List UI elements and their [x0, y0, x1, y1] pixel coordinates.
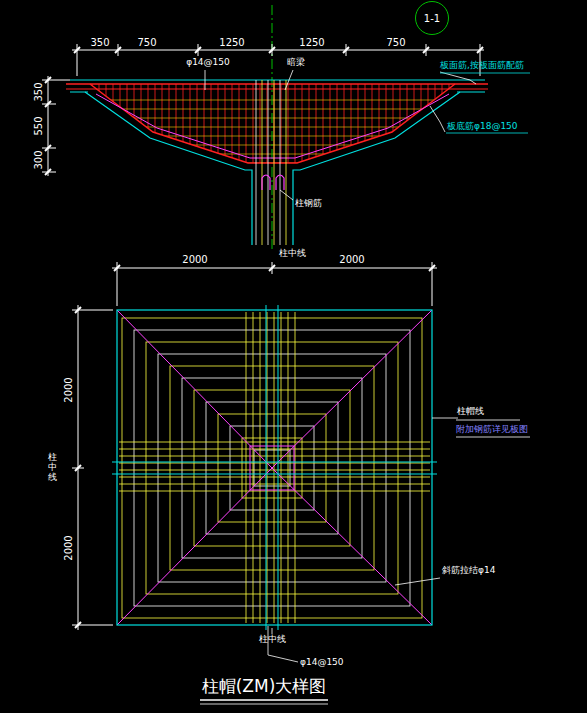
- band-bar: [274, 312, 275, 623]
- cap-bar: [80, 100, 470, 101]
- dimension-lines: [42, 44, 484, 176]
- dimension-text: 2000: [63, 535, 74, 560]
- dimension-text: 550: [33, 116, 44, 135]
- dimension-text: 750: [386, 37, 405, 48]
- beam-line: [278, 305, 279, 630]
- cap-bar: [80, 109, 470, 110]
- annotation: 柱中线: [279, 249, 306, 259]
- beam-line: [112, 462, 437, 463]
- annotation: 柱中线: [259, 635, 286, 645]
- band-bar: [246, 312, 247, 623]
- slab-section: [66, 80, 488, 245]
- stirrup: [99, 84, 100, 170]
- band-bar: [288, 312, 289, 623]
- annotation: 板底筋φ18@150: [447, 122, 518, 132]
- band-bar: [119, 449, 430, 450]
- annotation: 附加钢筋详见板图: [456, 425, 528, 435]
- dimension-text: 2000: [339, 254, 364, 265]
- stirrup: [421, 84, 422, 170]
- annotation: 暗梁: [287, 58, 305, 68]
- annotation: 柱中线: [48, 453, 57, 483]
- leader-underline: [456, 437, 530, 438]
- stirrup: [428, 84, 429, 170]
- column-bar: [262, 80, 263, 245]
- dimension-ticks: [45, 47, 483, 175]
- stirrup: [435, 84, 436, 170]
- dimension-text: 300: [33, 150, 44, 169]
- leader-underline: [440, 73, 530, 74]
- stirrup: [407, 84, 408, 170]
- column-bar: [286, 80, 287, 245]
- drawing-title: 柱帽(ZM)大样图: [202, 675, 327, 698]
- dimension-text: 750: [137, 37, 156, 48]
- band-bar: [295, 312, 296, 623]
- cap-outline: [117, 310, 432, 625]
- band-bar: [281, 312, 282, 623]
- band-bar: [253, 312, 254, 623]
- annotation: 柱帽线: [457, 407, 484, 417]
- leader-underline: [456, 420, 520, 421]
- bent-bars: [262, 175, 284, 190]
- plan-ticks: [75, 265, 435, 628]
- band-bar: [119, 477, 430, 478]
- diagonal-bar: [117, 310, 272, 468]
- cap-bar: [80, 136, 470, 137]
- band-bar: [267, 312, 268, 623]
- dimension-text: 1250: [299, 37, 324, 48]
- beam-line: [266, 305, 267, 630]
- dimension-text: 350: [33, 82, 44, 101]
- band-bar: [119, 442, 430, 443]
- stirrup: [414, 84, 415, 170]
- diagonal-bar: [272, 468, 432, 625]
- annotation: φ14@150: [186, 58, 230, 68]
- band-bar: [260, 312, 261, 623]
- section-label: 1-1: [424, 13, 440, 24]
- dimension-text: 2000: [182, 254, 207, 265]
- column-bar: [274, 80, 275, 245]
- dimension-text: 350: [90, 37, 109, 48]
- band-bar: [119, 491, 430, 492]
- section-marker: 1-1: [415, 1, 449, 35]
- dimension-text: 2000: [63, 377, 74, 402]
- dimension-text: 1250: [219, 37, 244, 48]
- stirrup: [113, 84, 114, 170]
- column-bar: [256, 80, 257, 245]
- column-outline: [250, 446, 294, 490]
- center-line: [272, 5, 273, 250]
- band-bar: [119, 484, 430, 485]
- leader-lines: [205, 70, 476, 200]
- leader-underline: [446, 133, 528, 134]
- column-bar: [268, 80, 269, 245]
- plan-dimensions: [72, 262, 437, 630]
- cap-bar: [80, 154, 470, 155]
- plan-leaders: [268, 418, 458, 662]
- column-bars: [256, 80, 286, 245]
- cap-bar: [80, 145, 470, 146]
- band-bar: [119, 456, 430, 457]
- diagonal-bar: [117, 468, 272, 625]
- diagonal-bar: [272, 310, 432, 468]
- annotation: 斜筋拉结φ14: [442, 566, 495, 576]
- annotation: φ14@150: [300, 658, 344, 668]
- stirrup: [141, 84, 142, 170]
- title-underline: [200, 704, 328, 705]
- column-bar: [280, 80, 281, 245]
- stirrup: [127, 84, 128, 170]
- plan-view: [112, 305, 437, 630]
- band-bar: [119, 463, 430, 464]
- beam-line: [112, 474, 437, 475]
- annotation: 柱钢筋: [295, 199, 322, 209]
- stirrup: [120, 84, 121, 170]
- annotation: 板面筋,按板面筋配筋: [440, 61, 524, 71]
- title-underline: [200, 699, 328, 701]
